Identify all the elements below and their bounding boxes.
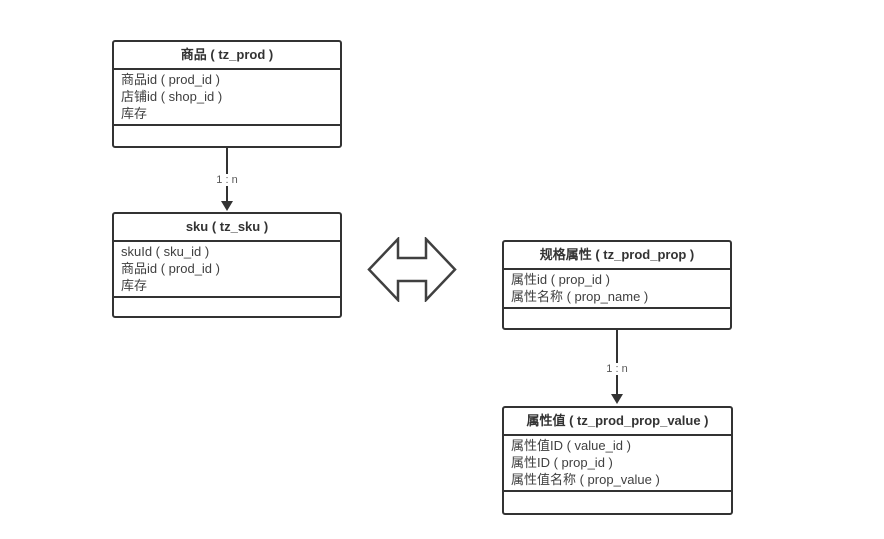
entity-footer [504, 309, 730, 328]
entity-fields: 属性值ID ( value_id ) 属性ID ( prop_id ) 属性值名… [504, 436, 731, 492]
entity-fields: 属性id ( prop_id ) 属性名称 ( prop_name ) [504, 270, 730, 309]
entity-field: 库存 [121, 106, 148, 121]
entity-field: 属性值ID ( value_id ) [511, 438, 631, 453]
entity-field: 属性ID ( prop_id ) [511, 455, 613, 470]
entity-field: 商品id ( prod_id ) [121, 72, 220, 87]
entity-field: skuId ( sku_id ) [121, 244, 210, 259]
entity-field: 属性值名称 ( prop_value ) [511, 472, 660, 487]
entity-fields: skuId ( sku_id ) 商品id ( prod_id ) 库存 [114, 242, 340, 298]
entity-table-prod-prop-value: 属性值 ( tz_prod_prop_value ) 属性值ID ( value… [502, 406, 733, 515]
entity-title: sku ( tz_sku ) [114, 214, 340, 242]
entity-footer [504, 492, 731, 513]
entity-title: 商品 ( tz_prod ) [114, 42, 340, 70]
entity-table-sku: sku ( tz_sku ) skuId ( sku_id ) 商品id ( p… [112, 212, 342, 318]
entity-field: 属性id ( prop_id ) [511, 272, 610, 287]
entity-field: 商品id ( prod_id ) [121, 261, 220, 276]
entity-title: 属性值 ( tz_prod_prop_value ) [504, 408, 731, 436]
entity-field: 店铺id ( shop_id ) [121, 89, 223, 104]
arrowhead-icon [221, 201, 233, 211]
entity-title: 规格属性 ( tz_prod_prop ) [504, 242, 730, 270]
entity-fields: 商品id ( prod_id ) 店铺id ( shop_id ) 库存 [114, 70, 340, 126]
bidirectional-arrow-icon [367, 237, 457, 302]
cardinality-label: 1 : n [213, 174, 241, 186]
entity-footer [114, 298, 340, 316]
entity-field: 属性名称 ( prop_name ) [511, 289, 649, 304]
entity-table-prod-prop: 规格属性 ( tz_prod_prop ) 属性id ( prop_id ) 属… [502, 240, 732, 330]
cardinality-label: 1 : n [603, 363, 631, 375]
entity-footer [114, 126, 340, 146]
entity-field: 库存 [121, 278, 148, 293]
connector-line [616, 330, 618, 395]
entity-table-prod: 商品 ( tz_prod ) 商品id ( prod_id ) 店铺id ( s… [112, 40, 342, 148]
arrowhead-icon [611, 394, 623, 404]
